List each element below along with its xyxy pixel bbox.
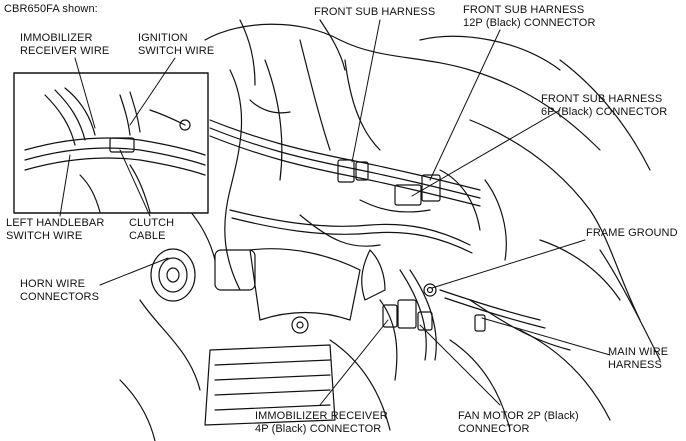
leader-fan-motor bbox=[419, 324, 501, 406]
leader-12p bbox=[429, 29, 501, 181]
label-frame-ground: FRAME GROUND bbox=[586, 227, 678, 239]
frame-and-tank-outline bbox=[204, 19, 661, 361]
label-front-sub-6p-connector: FRONT SUB HARNESS 6P (Black) CONNECTOR bbox=[541, 93, 668, 118]
label-immobilizer-4p-connector: IMMOBILIZER RECEIVER 4P (Black) CONNECTO… bbox=[255, 410, 388, 435]
connector-shapes bbox=[337, 159, 486, 332]
inset-detail bbox=[13, 72, 209, 214]
leader-main-wire bbox=[481, 317, 611, 356]
label-left-handlebar-switch-wire: LEFT HANDLEBAR SWITCH WIRE bbox=[6, 217, 105, 242]
leader-horn bbox=[99, 257, 169, 286]
label-horn-wire-connectors: HORN WIRE CONNECTORS bbox=[20, 278, 100, 303]
harness-bundles bbox=[209, 119, 571, 381]
leader-6p bbox=[411, 109, 561, 197]
label-immobilizer-receiver-wire: IMMOBILIZER RECEIVER WIRE bbox=[20, 32, 110, 57]
leader-immobilizer-4p bbox=[319, 319, 389, 406]
label-fan-motor-2p-connector: FAN MOTOR 2P (Black) CONNECTOR bbox=[458, 410, 579, 435]
leader-front-sub-harness bbox=[351, 19, 381, 163]
label-clutch-cable: CLUTCH CABLE bbox=[129, 217, 175, 242]
leader-ignition-wire bbox=[129, 57, 176, 126]
leader-lines bbox=[59, 19, 611, 406]
model-note: CBR650FA shown: bbox=[4, 3, 98, 15]
leader-frame-ground bbox=[431, 239, 586, 289]
label-ignition-switch-wire: IGNITION SWITCH WIRE bbox=[138, 32, 215, 57]
label-front-sub-12p-connector: FRONT SUB HARNESS 12P (Black) CONNECTOR bbox=[463, 4, 596, 29]
leader-left-handlebar bbox=[59, 154, 71, 217]
label-front-sub-harness: FRONT SUB HARNESS bbox=[314, 6, 436, 18]
leader-clutch-cable bbox=[119, 149, 151, 217]
horn-and-engine-parts bbox=[119, 89, 621, 441]
leader-immobilizer-wire bbox=[74, 57, 96, 129]
label-main-wire-harness: MAIN WIRE HARNESS bbox=[608, 346, 669, 371]
